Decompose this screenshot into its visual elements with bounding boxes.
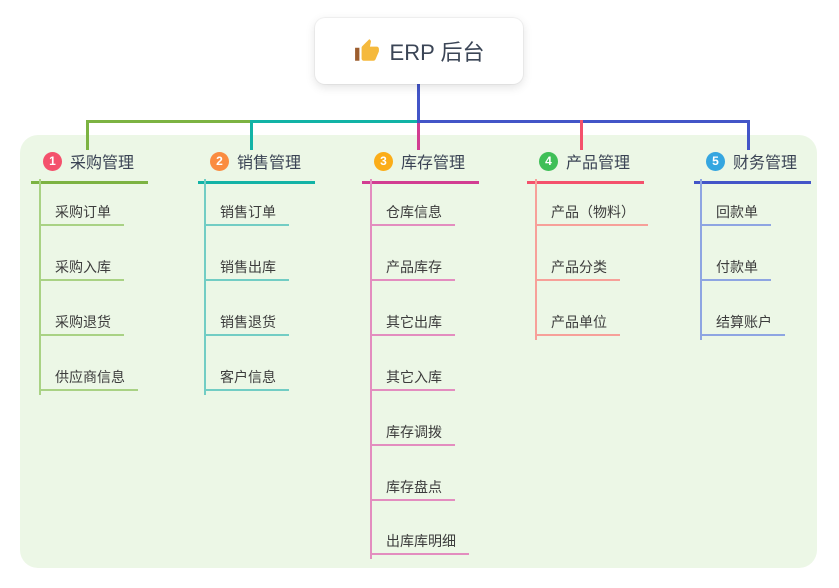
branch-label-purchase: 采购管理 [70,155,135,172]
node-sales-order[interactable]: 销售订单 [204,200,289,226]
root-node-label: ERP 后台 [389,40,485,65]
thumbs-up-icon [354,38,380,64]
branch-badge-3: 3 [374,151,393,171]
node-product-stock[interactable]: 产品库存 [370,255,455,281]
node-receipt-bill[interactable]: 回款单 [700,200,771,226]
node-purchase-inbound[interactable]: 采购入库 [39,255,124,281]
node-stock-taking[interactable]: 库存盘点 [370,475,455,501]
node-other-outbound[interactable]: 其它出库 [370,310,455,336]
connector-horizontal-finance [420,120,750,123]
connector-drop-product [580,120,583,150]
branch-label-product: 产品管理 [566,155,631,172]
node-other-inbound[interactable]: 其它入库 [370,365,455,391]
node-payment-bill[interactable]: 付款单 [700,255,771,281]
node-product-material[interactable]: 产品（物料） [535,200,648,226]
branch-header-product[interactable]: 4 产品管理 [527,149,645,184]
connector-drop-sales [250,120,253,150]
branch-header-sales[interactable]: 2 销售管理 [198,149,316,184]
branch-header-inventory[interactable]: 3 库存管理 [362,149,480,184]
branch-label-inventory: 库存管理 [401,155,466,172]
connector-drop-finance [747,120,750,150]
connector-drop-inventory [417,123,420,150]
branch-badge-1: 1 [43,151,62,171]
branch-rail-product [535,179,537,340]
branch-badge-4: 4 [539,151,558,171]
node-product-unit[interactable]: 产品单位 [535,310,620,336]
branch-badge-5: 5 [706,151,725,171]
node-sales-outbound[interactable]: 销售出库 [204,255,289,281]
connector-root-stem [417,84,420,123]
branch-rail-purchase [39,179,41,395]
root-node-erp[interactable]: ERP 后台 [315,18,523,84]
connector-horizontal-sales [253,120,417,123]
node-product-category[interactable]: 产品分类 [535,255,620,281]
connector-horizontal-purchase [86,120,253,123]
connector-drop-purchase [86,120,89,150]
branch-badge-2: 2 [210,151,229,171]
branch-rail-sales [204,179,206,395]
node-supplier-info[interactable]: 供应商信息 [39,365,138,391]
node-stock-transfer[interactable]: 库存调拨 [370,420,455,446]
node-outbound-detail[interactable]: 出库库明细 [370,529,469,555]
branch-header-purchase[interactable]: 1 采购管理 [31,149,149,184]
node-purchase-return[interactable]: 采购退货 [39,310,124,336]
branch-rail-inventory [370,179,372,559]
node-warehouse-info[interactable]: 仓库信息 [370,200,455,226]
branch-label-sales: 销售管理 [237,155,302,172]
branch-header-finance[interactable]: 5 财务管理 [694,149,812,184]
branches-panel [20,135,817,568]
node-customer-info[interactable]: 客户信息 [204,365,289,391]
node-purchase-order[interactable]: 采购订单 [39,200,124,226]
branch-label-finance: 财务管理 [733,155,798,172]
node-sales-return[interactable]: 销售退货 [204,310,289,336]
branch-rail-finance [700,179,702,340]
node-settlement-account[interactable]: 结算账户 [700,310,785,336]
